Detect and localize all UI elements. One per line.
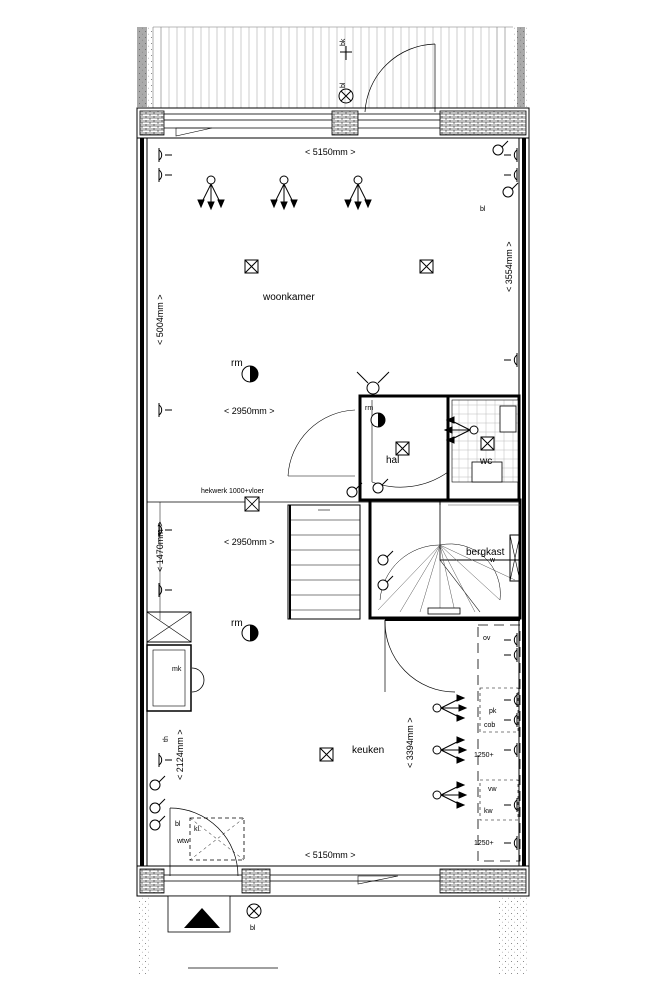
front-step — [167, 895, 278, 969]
wall-socket-icon — [504, 743, 518, 757]
wall-lamp-icon — [356, 371, 390, 395]
label-ov: ov — [483, 635, 491, 642]
room-bergkast: bergkast — [466, 547, 505, 558]
wall-socket-icon — [158, 583, 172, 597]
light-fixture-icons — [197, 175, 479, 809]
wall-socket-icon — [504, 353, 518, 367]
room-hal: hal — [386, 455, 399, 466]
label-rm-hall: rm — [365, 405, 373, 412]
staircase — [287, 498, 522, 620]
label-bl-left: bl — [175, 821, 181, 828]
label-rm-living: rm — [231, 358, 243, 369]
switch-icon — [149, 775, 166, 791]
wall-socket-icon — [158, 403, 172, 417]
terrace-decking — [152, 26, 513, 108]
wall-socket-icon — [504, 648, 518, 662]
switch-icon — [502, 182, 519, 198]
switch-icon — [492, 140, 509, 156]
wall-socket-icon — [158, 523, 172, 537]
ceiling-light-boxes — [244, 259, 495, 762]
stair-winders — [377, 504, 520, 621]
dim-stair-depth: < 1470mm > — [155, 521, 165, 572]
hall-wc-block — [287, 394, 521, 502]
spotlight-icon — [443, 416, 479, 444]
wall-socket-icon — [158, 148, 172, 162]
spotlight-icon — [432, 736, 468, 764]
wall-socket-icon — [504, 798, 518, 812]
wall-socket-icon — [158, 168, 172, 182]
dim-bottom-width: < 5150mm > — [305, 850, 356, 860]
wall-socket-icon — [504, 713, 518, 727]
storage-closet — [509, 534, 521, 582]
label-w: w — [489, 557, 496, 564]
label-wtw: wtw — [176, 838, 190, 845]
wall-socket-icon — [504, 148, 518, 162]
wall-socket-icon — [504, 168, 518, 182]
dim-living-depth: < 5004mm > — [155, 294, 165, 345]
plan-labels: woonkamer hal wc bergkast keuken < 5150m… — [155, 38, 514, 932]
label-1250-a: 1250+ — [474, 752, 494, 759]
room-wc: wc — [479, 456, 492, 467]
dim-stair-width: < 2950mm > — [224, 537, 275, 547]
spotlight-icon — [432, 781, 468, 809]
wall-socket-icon — [504, 633, 518, 647]
wall-socket-icon — [504, 693, 518, 707]
wall-socket-icon — [158, 753, 172, 767]
socket-icons — [149, 140, 519, 850]
label-mk: mk — [172, 666, 182, 673]
railing — [244, 496, 260, 512]
label-cob: cob — [484, 722, 495, 729]
bottom-facade-wall — [136, 865, 530, 897]
label-vw: vw — [488, 786, 498, 793]
kitchen-counter — [477, 624, 521, 862]
label-th: th — [163, 736, 170, 742]
label-bl-top: bl — [340, 82, 347, 88]
spotlight-icon — [270, 175, 298, 211]
wall-socket-icon — [504, 836, 518, 850]
label-bk: bk — [340, 38, 347, 46]
switch-icon — [377, 575, 394, 591]
spotlight-icon — [344, 175, 372, 211]
spotlight-icon — [197, 175, 225, 211]
label-kl: kl. — [194, 826, 201, 833]
dim-kitchen-depth: < 3394mm > — [405, 717, 415, 768]
front-garden — [137, 27, 529, 975]
switch-icon — [149, 815, 166, 831]
dim-top-width: < 5150mm > — [305, 147, 356, 157]
spotlight-icon — [432, 694, 468, 722]
label-kw: kw — [484, 808, 494, 815]
switch-icon — [346, 482, 363, 498]
room-woonkamer: woonkamer — [262, 292, 315, 303]
outdoor-light-icons — [246, 46, 354, 919]
dim-lower-left: < 2124mm > — [175, 729, 185, 780]
kl-cabinet — [189, 817, 245, 861]
label-pk: pk — [489, 708, 497, 715]
railing-note: hekwerk 1000+vloer — [201, 488, 265, 495]
label-bl-bottom: bl — [250, 925, 256, 932]
top-facade-wall — [136, 107, 530, 139]
label-1250-b: 1250+ — [474, 840, 494, 847]
doors — [169, 43, 456, 885]
smoke-detector-icons — [241, 365, 386, 642]
switch-icon — [377, 550, 394, 566]
switch-icon — [149, 798, 166, 814]
label-rm-kitchen: rm — [231, 618, 243, 629]
switch-icon — [372, 478, 389, 494]
room-keuken: keuken — [352, 745, 384, 756]
meter-cupboard — [146, 611, 205, 712]
label-bl-right: bl — [480, 206, 486, 213]
dim-right-upper: < 3554mm > — [504, 241, 514, 292]
dim-living-mid: < 2950mm > — [224, 406, 275, 416]
